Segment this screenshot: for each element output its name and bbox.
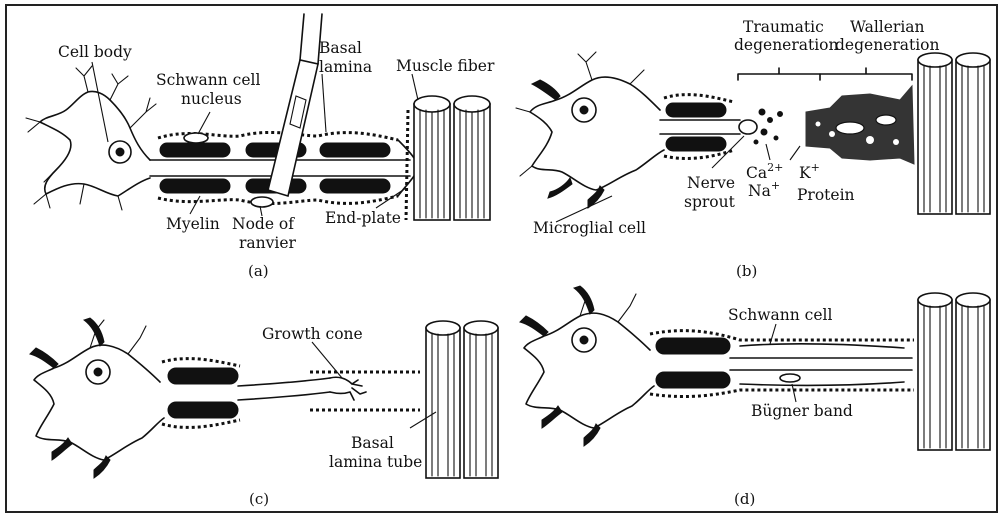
- caption-c: (c): [249, 490, 269, 508]
- label-cell-body: Cell body: [58, 43, 132, 61]
- label-microglial: Microglial cell: [533, 219, 646, 237]
- label-wallerian-2: degeneration: [835, 36, 940, 54]
- label-schwann-cell: Schwann cell: [728, 306, 832, 324]
- label-node-1: Node of: [232, 215, 295, 233]
- label-node-2: ranvier: [239, 234, 297, 252]
- label-protein: Protein: [797, 186, 855, 204]
- label-bugner-band: Bügner band: [751, 402, 853, 420]
- caption-b: (b): [736, 262, 757, 280]
- label-traumatic-2: degeneration: [734, 36, 839, 54]
- label-traumatic-1: Traumatic: [743, 18, 824, 36]
- label-growth-cone: Growth cone: [262, 325, 363, 343]
- label-end-plate: End-plate: [325, 209, 401, 227]
- caption-a: (a): [248, 262, 269, 280]
- label-nerve-sprout-1: Nerve: [687, 174, 735, 192]
- label-myelin: Myelin: [166, 215, 220, 233]
- label-schwann-nucleus-2: nucleus: [181, 90, 242, 108]
- label-basal-1: Basal: [319, 39, 362, 57]
- label-nerve-sprout-2: sprout: [684, 193, 736, 211]
- label-basal-tube-1: Basal: [351, 434, 394, 452]
- label-basal-2: lamina: [319, 58, 372, 76]
- label-basal-tube-2: lamina tube: [329, 453, 422, 471]
- muscle-fiber-a: [406, 96, 490, 220]
- label-wallerian-1: Wallerian: [850, 18, 925, 36]
- caption-d: (d): [734, 490, 755, 508]
- label-muscle-fiber: Muscle fiber: [396, 57, 495, 75]
- label-schwann-nucleus-1: Schwann cell: [156, 71, 260, 89]
